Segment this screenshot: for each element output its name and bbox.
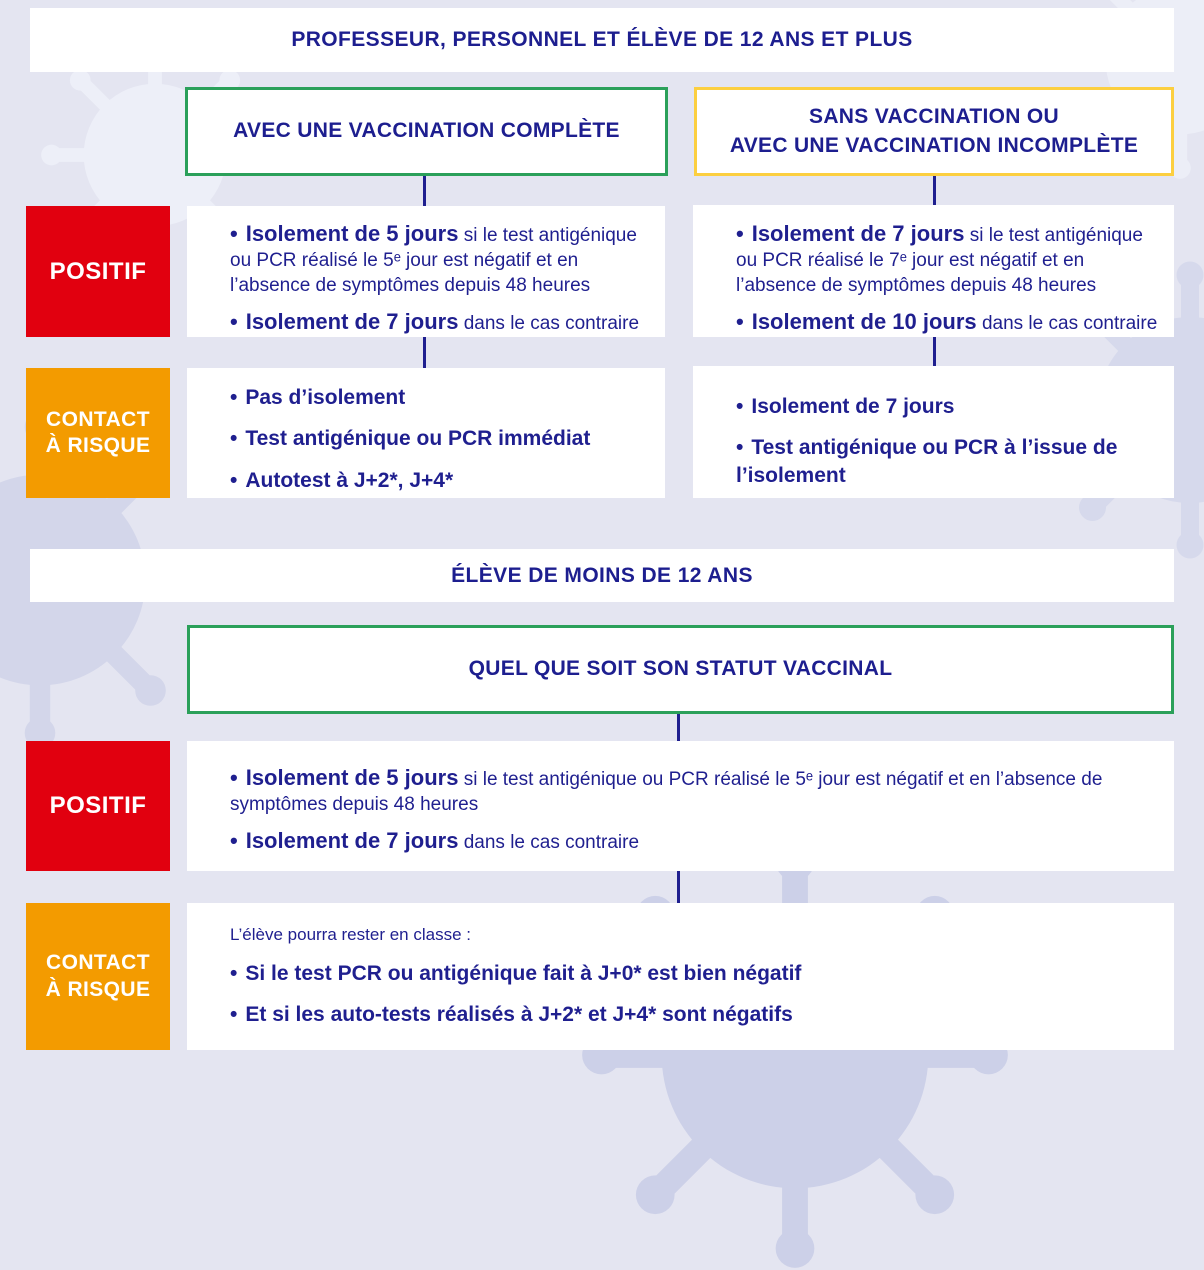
bullet-icon: •	[230, 962, 238, 985]
rule-item: •Et si les auto-tests réalisés à J+2* et…	[230, 1003, 793, 1027]
positif-unvaccinated-content: •Isolement de 7 jours si le test antigén…	[693, 205, 1174, 337]
positif-vaccinated-content: •Isolement de 5 jours si le test antigén…	[187, 206, 665, 337]
connector-line	[933, 337, 936, 366]
bullet-icon: •	[230, 828, 238, 854]
bullet-icon: •	[230, 468, 238, 492]
rule-item: •Isolement de 5 jours si le test antigén…	[230, 765, 1103, 816]
rule-item: •Si le test PCR ou antigénique fait à J+…	[230, 962, 802, 985]
rule-item: •Pas d’isolement	[230, 386, 406, 409]
rule-item: •Test antigénique ou PCR immédiat	[230, 427, 591, 451]
connector-line	[423, 337, 426, 368]
bullet-icon: •	[230, 221, 238, 246]
connector-line	[933, 176, 936, 205]
connector-line	[677, 714, 680, 741]
bullet-icon: •	[736, 221, 744, 246]
contact-under12-intro: L’élève pourra rester en classe :	[230, 925, 471, 944]
column-vaccinated-box: AVEC UNE VACCINATION COMPLÈTE	[185, 87, 668, 176]
rule-item: •Isolement de 5 jours si le test antigén…	[230, 221, 637, 297]
contact-unvaccinated-content: •Isolement de 7 jours •Test antigénique …	[693, 366, 1174, 498]
contact-under12-content: L’élève pourra rester en classe : •Si le…	[187, 903, 1174, 1050]
rule-item: •Isolement de 10 jours dans le cas contr…	[736, 309, 1158, 335]
rule-item: •Autotest à J+2*, J+4*	[230, 468, 454, 492]
positif-under12-content: •Isolement de 5 jours si le test antigén…	[187, 741, 1174, 871]
column-unvaccinated-title: SANS VACCINATION OU AVEC UNE VACCINATION…	[729, 105, 1139, 157]
header-under12-title: ÉLÈVE DE MOINS DE 12 ANS	[451, 563, 753, 587]
contact-vaccinated-content: •Pas d’isolement •Test antigénique ou PC…	[187, 368, 665, 498]
header-over12-title: PROFESSEUR, PERSONNEL ET ÉLÈVE DE 12 ANS…	[291, 28, 913, 51]
column-vaccinated-title: AVEC UNE VACCINATION COMPLÈTE	[233, 119, 620, 143]
bullet-icon: •	[736, 436, 744, 460]
label-contact-under12: CONTACT À RISQUE	[26, 903, 170, 1050]
header-under12: ÉLÈVE DE MOINS DE 12 ANS	[30, 549, 1174, 602]
bullet-icon: •	[230, 309, 238, 335]
label-positif-under12: POSITIF	[26, 741, 170, 871]
bullet-icon: •	[736, 309, 744, 335]
header-over12: PROFESSEUR, PERSONNEL ET ÉLÈVE DE 12 ANS…	[30, 8, 1174, 72]
rule-item: •Test antigénique ou PCR à l’issue de l’…	[736, 436, 1118, 487]
bullet-icon: •	[230, 1003, 238, 1027]
rule-item: •Isolement de 7 jours si le test antigén…	[736, 221, 1143, 297]
bullet-icon: •	[230, 765, 238, 790]
rule-item: •Isolement de 7 jours dans le cas contra…	[230, 828, 640, 854]
connector-line	[423, 176, 426, 206]
column-unvaccinated-box: SANS VACCINATION OU AVEC UNE VACCINATION…	[694, 87, 1174, 176]
bullet-icon: •	[230, 386, 238, 409]
rule-item: •Isolement de 7 jours	[736, 395, 955, 418]
column-any-status-box: QUEL QUE SOIT SON STATUT VACCINAL	[187, 625, 1174, 714]
label-positif-over12: POSITIF	[26, 206, 170, 337]
label-contact-over12: CONTACT À RISQUE	[26, 368, 170, 498]
bullet-icon: •	[736, 395, 744, 418]
column-any-status-title: QUEL QUE SOIT SON STATUT VACCINAL	[468, 657, 893, 681]
bullet-icon: •	[230, 427, 238, 451]
connector-line	[677, 871, 680, 903]
rule-item: •Isolement de 7 jours dans le cas contra…	[230, 309, 640, 335]
